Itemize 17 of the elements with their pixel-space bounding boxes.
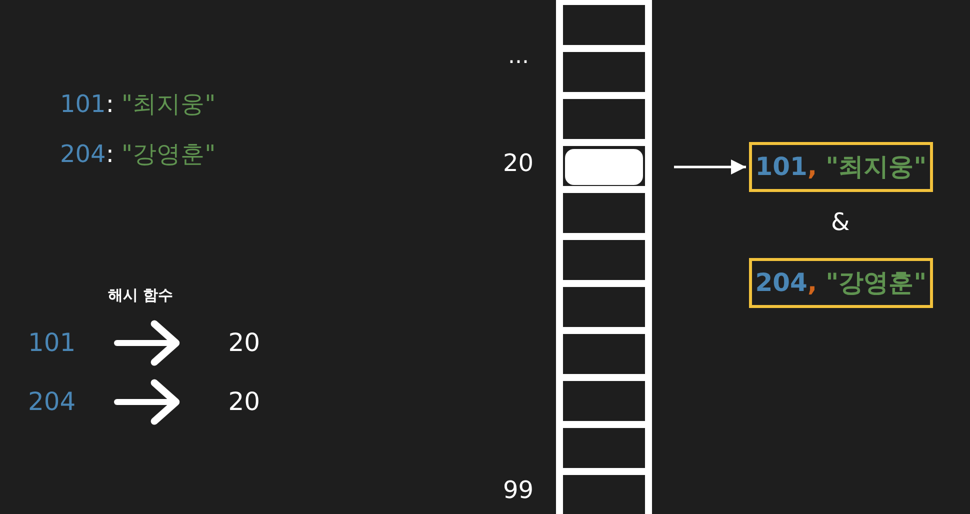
key-text: 101	[28, 326, 115, 360]
index-number: 20	[503, 149, 534, 178]
function-caption: 해시 함수	[108, 286, 174, 304]
hash-value-text: 20	[180, 385, 260, 419]
ampersand-text: &	[831, 208, 850, 237]
entry-box: 204, "강영훈"	[749, 258, 933, 308]
hash-value-text: 20	[180, 326, 260, 360]
arrow	[674, 160, 746, 174]
key-text: 204	[28, 385, 115, 419]
key-value-text: 204: "강영훈"	[60, 140, 216, 169]
arrow	[114, 379, 180, 425]
index-number: 99	[503, 476, 534, 505]
key-value-text: 101: "최지웅"	[60, 90, 216, 119]
filled-slot	[565, 149, 643, 185]
ellipsis-text: ...	[508, 44, 529, 70]
entry-box: 101, "최지웅"	[749, 142, 933, 192]
arrow	[114, 320, 180, 366]
